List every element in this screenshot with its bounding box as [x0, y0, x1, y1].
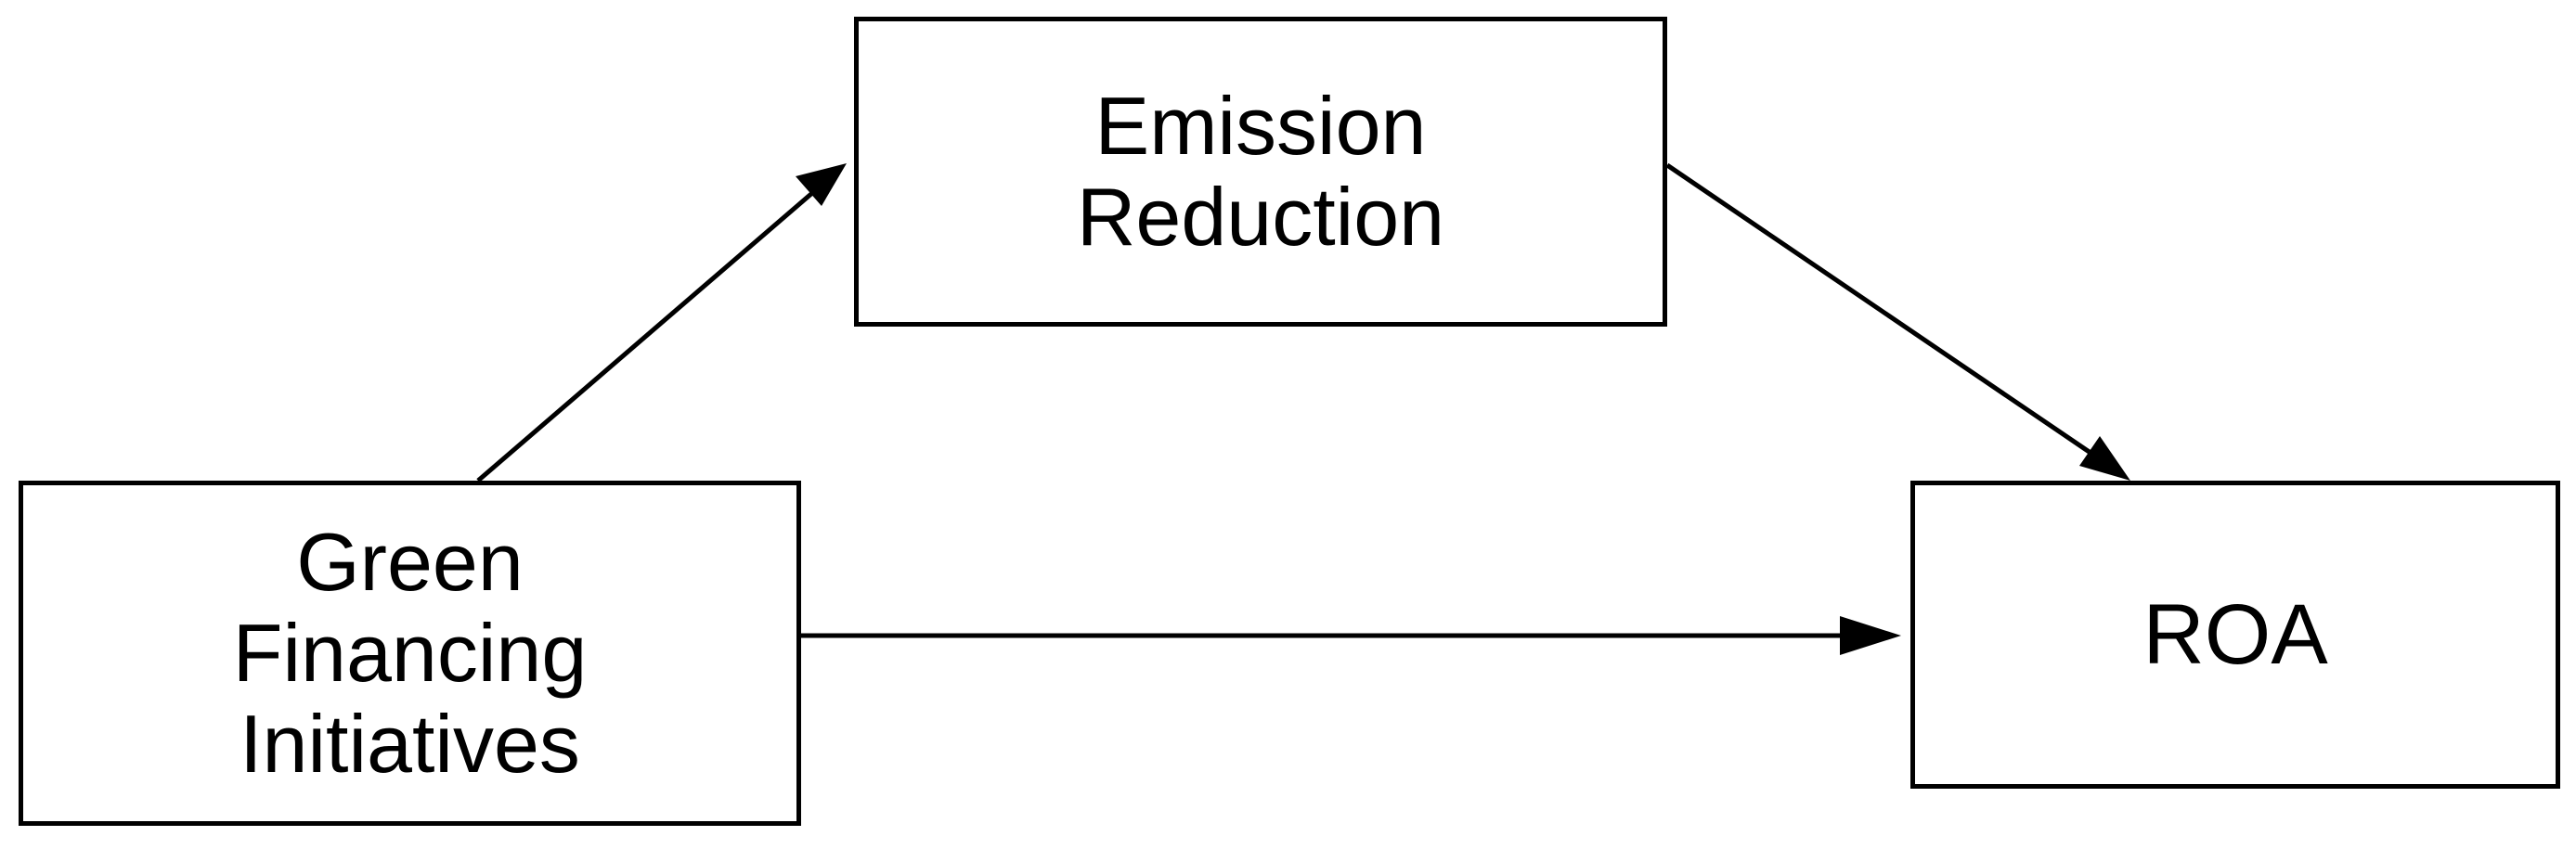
arrowhead-icon	[796, 163, 847, 206]
node-emission-reduction-label: Emission Reduction	[1076, 80, 1445, 263]
edge-mediator-to-dependent	[1665, 162, 2130, 481]
arrowhead-icon	[2079, 436, 2130, 481]
node-roa-label: ROA	[2142, 587, 2328, 682]
edge-independent-to-dependent	[801, 616, 1901, 655]
arrowhead-icon	[1840, 616, 1901, 655]
node-green-financing-initiatives-label: Green Financing Initiatives	[232, 516, 588, 790]
node-green-financing-initiatives: Green Financing Initiatives	[19, 481, 801, 826]
edge-independent-to-mediator	[476, 163, 847, 482]
node-emission-reduction: Emission Reduction	[854, 17, 1667, 327]
node-roa: ROA	[1910, 481, 2560, 789]
